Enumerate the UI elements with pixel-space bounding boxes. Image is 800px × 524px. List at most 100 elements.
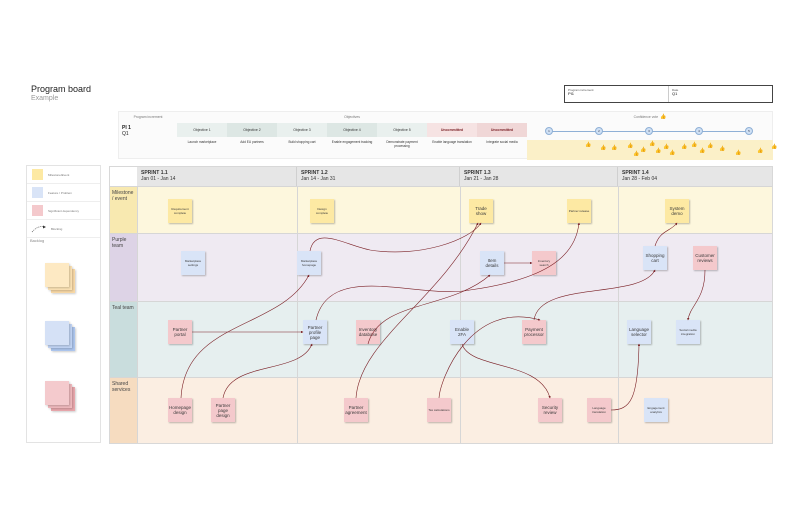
objective-header: Objective 2 bbox=[227, 123, 277, 137]
sprint-name: SPRINT 1.3 bbox=[464, 170, 491, 176]
feature-note-item-details[interactable]: Item details bbox=[480, 251, 504, 275]
legend-label: Feature / Problem bbox=[48, 190, 73, 195]
legend-panel: Milestone/Event Feature / Problem Signif… bbox=[26, 165, 101, 443]
feature-note-partner-profile-page[interactable]: Partner profile page bbox=[303, 320, 327, 344]
thumbs-up-icon: 👍 bbox=[735, 150, 742, 156]
dependency-note-tax-calculations[interactable]: Tax calculations bbox=[427, 398, 451, 422]
thumbs-up-icon: 👍 bbox=[660, 114, 667, 120]
lane-purple-team: Purple team bbox=[110, 233, 772, 301]
feature-note-marketplace-settings[interactable]: Marketplace settings bbox=[181, 251, 205, 275]
sprint-name: SPRINT 1.1 bbox=[141, 170, 168, 176]
thumbs-up-icon: 👍 bbox=[719, 146, 726, 152]
pi-quarter: Q1 bbox=[122, 131, 129, 137]
confidence-votes-band bbox=[527, 140, 773, 160]
dependency-note-inventory-database[interactable]: Inventory database bbox=[356, 320, 380, 344]
dependency-note-homepage-design[interactable]: Homepage design bbox=[168, 398, 192, 422]
backlog-sticky-note[interactable] bbox=[45, 321, 69, 345]
thumbs-up-icon: 👍 bbox=[699, 148, 706, 154]
legend-item-blocking: Blocking bbox=[27, 220, 100, 238]
confidence-level-dot[interactable]: 3 bbox=[645, 127, 653, 135]
thumbs-up-icon: 👍 bbox=[611, 145, 618, 151]
confidence-level-dot[interactable]: 4 bbox=[695, 127, 703, 135]
objective-detail: Integrate social media bbox=[486, 140, 518, 144]
confidence-vote-label: Confidence vote bbox=[633, 115, 659, 119]
sprint-header: SPRINT 1.4 Jan 28 - Feb 04 bbox=[618, 167, 772, 186]
sprint-dates: Jan 01 - Jan 14 bbox=[141, 176, 176, 182]
objective-column[interactable]: Objective 2 Add EU partners bbox=[227, 123, 277, 160]
thumbs-up-icon: 👍 bbox=[707, 143, 714, 149]
backlog-sticky-note[interactable] bbox=[45, 381, 69, 405]
milestone-note-system-demo[interactable]: System demo bbox=[665, 199, 689, 223]
sprint-dates: Jan 28 - Feb 04 bbox=[622, 176, 658, 182]
dependency-note-payment-processor[interactable]: Payment processor bbox=[522, 320, 546, 344]
confidence-level-dot[interactable]: 2 bbox=[595, 127, 603, 135]
legend-label: Significant dependency bbox=[48, 208, 80, 213]
program-increment-box: Program increment PI1 Date Q1 bbox=[564, 85, 773, 103]
dependency-note-customer-reviews[interactable]: Customer reviews bbox=[693, 246, 717, 270]
thumbs-up-icon: 👍 bbox=[585, 142, 592, 148]
lane-label-teal-team: Teal team bbox=[110, 302, 137, 377]
thumbs-up-icon: 👍 bbox=[663, 144, 670, 150]
backlog-sticky-note[interactable] bbox=[45, 263, 69, 287]
objective-detail: Launch marketplace bbox=[187, 140, 217, 144]
dependency-note-security-review[interactable]: Security review bbox=[538, 398, 562, 422]
feature-note-shopping-cart[interactable]: Shopping cart bbox=[643, 246, 667, 270]
legend-swatch-dependency bbox=[32, 205, 43, 216]
milestone-note-design-complete[interactable]: Design complete bbox=[310, 199, 334, 223]
lane-label-shared-services: Shared services bbox=[110, 378, 137, 443]
lane-label-divider bbox=[137, 167, 138, 443]
pi-date-label: Date bbox=[672, 88, 679, 92]
objective-detail: Demonstrate payment processing bbox=[386, 140, 418, 148]
dependency-arrow-icon bbox=[31, 225, 46, 232]
sprint-name: SPRINT 1.2 bbox=[301, 170, 328, 176]
thumbs-up-icon: 👍 bbox=[757, 148, 764, 154]
milestone-note-trade-show[interactable]: Trade show bbox=[469, 199, 493, 223]
milestone-note-partner-release[interactable]: Partner release bbox=[567, 199, 591, 223]
dependency-note-partner-portal[interactable]: Partner portal bbox=[168, 320, 192, 344]
thumbs-up-icon: 👍 bbox=[649, 141, 656, 147]
feature-note-marketplace-homepage[interactable]: Marketplace homepage bbox=[297, 251, 321, 275]
dependency-note-inventory-search[interactable]: Inventory search bbox=[532, 251, 556, 275]
pi-name: PI 1 bbox=[122, 125, 131, 131]
dependency-note-partner-agreement[interactable]: Partner agreement bbox=[344, 398, 368, 422]
legend-swatch-feature bbox=[32, 187, 43, 198]
confidence-level-dot[interactable]: 5 bbox=[745, 127, 753, 135]
legend-label: Blocking bbox=[51, 226, 63, 231]
thumbs-up-icon: 👍 bbox=[691, 142, 698, 148]
objective-detail: Add EU partners bbox=[240, 140, 264, 144]
feature-note-social-media-integration[interactable]: Social media integration bbox=[676, 320, 700, 344]
objective-column[interactable]: Objective 3 Build shopping cart bbox=[277, 123, 327, 160]
thumbs-up-icon: 👍 bbox=[681, 144, 688, 150]
thumbs-up-icon: 👍 bbox=[655, 148, 662, 154]
pi-increment-value: PI1 bbox=[568, 91, 575, 96]
confidence-level-dot[interactable]: 1 bbox=[545, 127, 553, 135]
objective-header: Uncommitted bbox=[477, 123, 527, 137]
feature-note-engagement-analytics[interactable]: Engagement analytics bbox=[644, 398, 668, 422]
pi-increment-cell[interactable]: Program increment PI1 bbox=[565, 86, 668, 102]
sprint-dates: Jan 14 - Jan 31 bbox=[301, 176, 336, 182]
pi-date-cell[interactable]: Date Q1 bbox=[668, 86, 772, 102]
legend-swatch-milestone bbox=[32, 169, 43, 180]
objective-detail: Enable language translation bbox=[432, 140, 472, 144]
objective-header: Objective 3 bbox=[277, 123, 327, 137]
sprint-divider bbox=[460, 167, 461, 443]
feature-note-language-selector[interactable]: Language selector bbox=[627, 320, 651, 344]
objective-detail: Enable engagement tracking bbox=[331, 140, 373, 144]
pi-increment-label: Program increment bbox=[568, 88, 594, 92]
lane-teal-team: Teal team bbox=[110, 301, 772, 377]
feature-note-enable-2fa[interactable]: Enable 2FA bbox=[450, 320, 474, 344]
sprint-divider bbox=[297, 167, 298, 443]
sprint-divider bbox=[618, 167, 619, 443]
legend-label: Milestone/Event bbox=[48, 172, 70, 177]
dependency-note-partner-page-design[interactable]: Partner page design bbox=[211, 398, 235, 422]
milestone-note-requirement-complete[interactable]: Requirement complete bbox=[168, 199, 192, 223]
objective-detail: Build shopping cart bbox=[288, 140, 316, 144]
backlog-label: Backlog bbox=[30, 238, 45, 243]
dependency-note-language-translation[interactable]: Language translation bbox=[587, 398, 611, 422]
